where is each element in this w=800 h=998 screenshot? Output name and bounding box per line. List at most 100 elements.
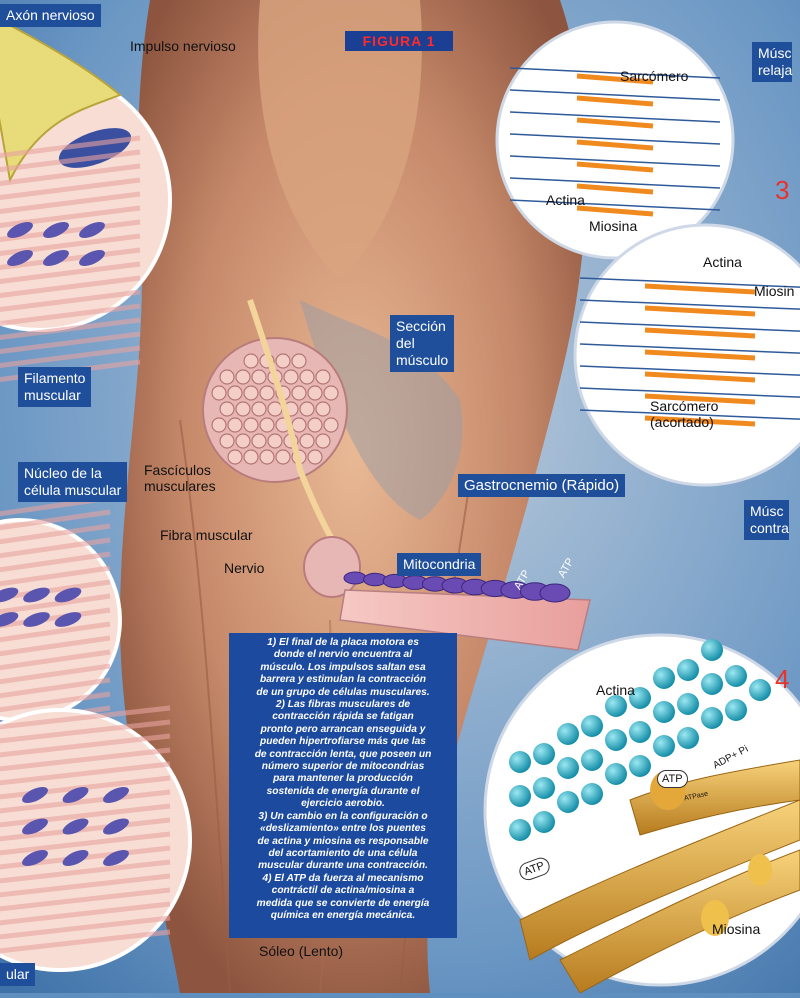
fascicle-cell [235,369,251,385]
sarcomere-band [0,901,171,926]
myosin-filament [644,415,756,427]
fascicle-cell [219,369,235,385]
fascicles-label-line1: Fascículos [144,462,211,478]
actin-bead [677,693,699,715]
sarcomere-band [0,275,141,299]
actin-bead [605,763,627,785]
fascicle-cell [235,433,251,449]
relaxed-sarcomere-inset [495,20,735,260]
actin-bead [653,701,675,723]
nucleus [0,587,19,603]
sarcomere-band [0,705,171,730]
sarcomere-band [0,761,171,786]
nucleus-label-line2: célula muscular [24,482,122,498]
myosin-filament [576,139,654,151]
nucleus [0,612,19,627]
bottom-left-label: ular [0,963,36,986]
sarcomere-mid-line1: Sarcómero [650,398,719,414]
actin-beads [509,639,771,841]
mitochondrion [539,583,571,603]
sarcomere-band [0,733,171,758]
fascicle-cell [227,449,243,465]
relaxed-label-line1: Músc [758,45,792,61]
fascicle-cell [323,385,339,401]
fascicle-cell [243,353,259,369]
relaxed-filaments [509,67,721,217]
actin-bead [581,715,603,737]
sarcomere-band [0,303,141,327]
fascicle-cell [243,385,259,401]
actin-filament [579,343,800,354]
actin-bead [581,749,603,771]
sarcomere-band [0,621,111,643]
actin-bead [725,699,747,721]
figure-title: FIGURA 1 [345,31,453,51]
nucleus [79,221,105,239]
actin-bead [629,721,651,743]
sarcomere-band [0,163,141,187]
actin-bead [605,695,627,717]
nucleus [103,786,129,804]
myosin-filament [576,117,654,129]
step-number-4: 4 [775,664,790,694]
fascicle-cell [219,401,235,417]
step-number-3: 3 [775,175,790,205]
actin-filament [509,177,721,189]
description-panel: 1) El final de la placa motora es donde … [229,633,457,938]
nucleus [43,221,69,239]
contracted-filaments [579,277,800,427]
nucleus [22,786,48,804]
fascicle-cell [315,369,331,385]
nucleus [103,849,129,867]
filament-label: Filamento muscular [18,367,92,407]
sarcomere-band [0,887,171,912]
sarcomere-band [0,331,141,355]
sarcomere-mid-line2: (acortado) [650,414,714,430]
nucleus [23,587,50,603]
sarcomere-band [0,523,111,545]
section-label-line1: Sección [396,318,446,334]
nucleus-label: Núcleo de la célula muscular [18,462,128,502]
sarcomere-band [0,593,111,615]
actin-bead [533,811,555,833]
actin-bead [653,735,675,757]
myosin-filament [576,183,654,195]
sarcomere-band [0,677,111,699]
nucleus [103,818,129,835]
sarcomere-band [0,261,141,285]
nucleus [22,818,48,835]
sarcomere-label-top: Sarcómero [620,68,689,84]
actin-bead [509,819,531,841]
nucleus [22,849,48,867]
nucleus [54,587,82,603]
sarcomere-band [0,205,141,229]
nucleus [62,786,89,804]
actin-bead [605,729,627,751]
nerve-label: Nervio [224,560,265,576]
sarcomere-band [0,873,171,898]
sarcomere-band [0,233,141,257]
fascicle-cell [307,417,323,433]
actin-filament [579,277,800,288]
actin-filament [509,199,721,211]
nucleus [23,612,50,627]
actin-bead [629,755,651,777]
relaxed-label-line2: relaja [758,62,793,78]
mitochondria-chain [343,571,571,603]
atp-bubble-1: ATP [657,770,688,788]
actin-filament [509,67,721,79]
sarcomere-band [0,317,141,341]
contracted-label-line2: contra [750,520,789,536]
actin-filament [579,365,800,376]
fascicle-cell [315,433,331,449]
fascicle-cell [275,353,291,369]
actin-bead [557,757,579,779]
myosin-filament [644,393,756,405]
fascicle-cell [323,417,339,433]
myosin-filament [576,205,654,217]
myosin-label-mid: Miosin [754,283,795,299]
nucleus [7,249,33,267]
myosin-filament [644,283,756,295]
sarcomere-band [0,831,171,856]
myosin-filament [644,349,756,361]
